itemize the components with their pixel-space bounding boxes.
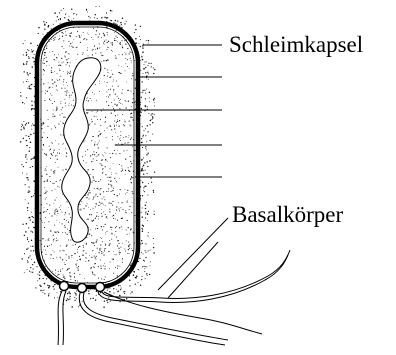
basal-body-1 (60, 282, 69, 291)
leader-line-basal-body-2 (168, 242, 218, 298)
basal-body-3 (96, 283, 105, 292)
leader-line-basal-body (158, 218, 228, 290)
flagellum-1 (58, 291, 66, 345)
basal-body-2 (78, 284, 87, 293)
label-basalkoerper: Basalkörper (232, 203, 343, 226)
label-schleimkapsel: Schleimkapsel (229, 33, 363, 56)
